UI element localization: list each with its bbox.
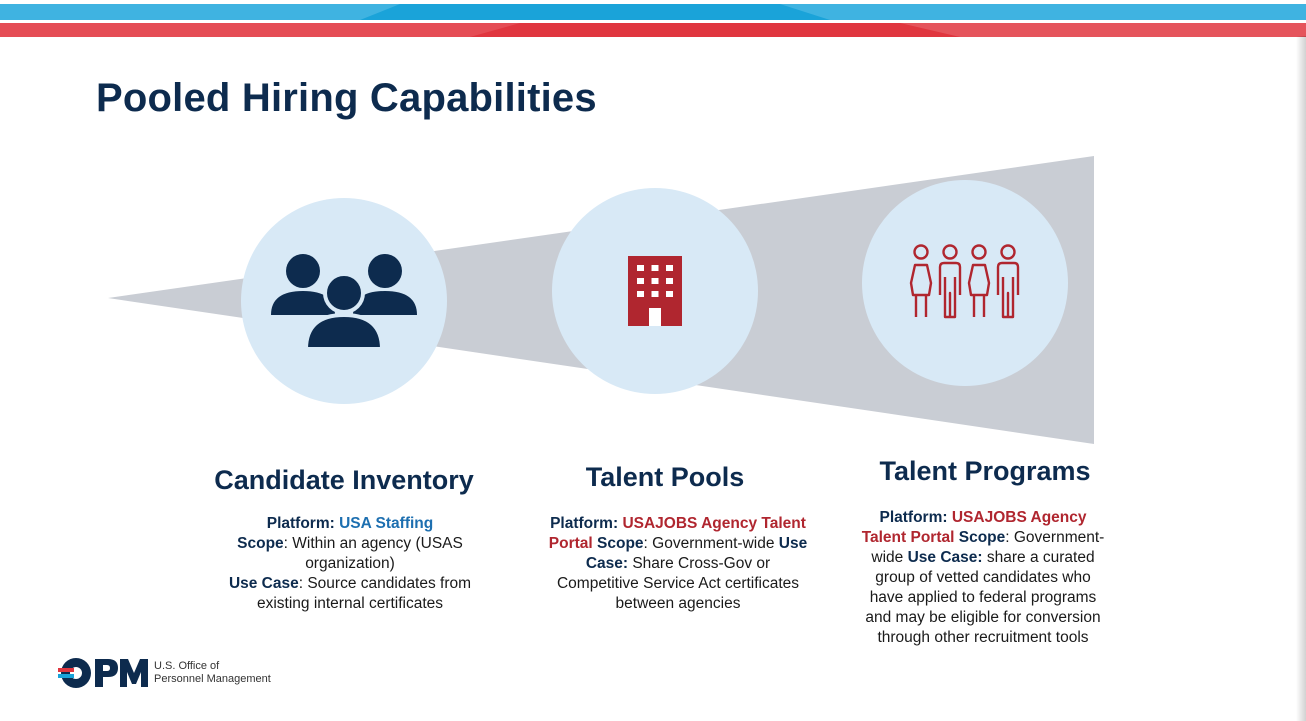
people-outline-icon	[909, 244, 1020, 319]
candidate-inventory-circle	[241, 198, 447, 404]
scope-text: : Government-wide	[871, 529, 1105, 566]
use-case-text: : Source candidates from existing intern…	[256, 575, 472, 612]
use-case-text: Share Cross-Gov or Competitive Service A…	[556, 555, 800, 612]
platform-label: Platform:	[879, 509, 948, 526]
slide-title: Pooled Hiring Capabilities	[96, 76, 597, 120]
candidate-inventory-title: Candidate Inventory	[214, 465, 474, 495]
use-case-label: Use Case	[228, 575, 299, 592]
talent-programs-title: Talent Programs	[879, 456, 1091, 486]
candidate-inventory-description: Platform: USA Staffing Scope: Within an …	[220, 514, 480, 614]
office-building-icon	[628, 256, 682, 326]
talent-programs-circle	[862, 180, 1068, 386]
top-banner	[0, 0, 1306, 40]
opm-logo-text: U.S. Office of Personnel Management	[154, 660, 271, 686]
talent-pools-circle	[552, 188, 758, 394]
scope-label: Scope	[958, 529, 1006, 546]
logo-line-1: U.S. Office of	[154, 660, 220, 672]
platform-value: USAJOBS Agency Talent Portal	[548, 515, 806, 552]
talent-pools-title: Talent Pools	[585, 462, 745, 492]
talent-pools-description: Platform: USAJOBS Agency Talent Portal S…	[548, 514, 808, 614]
scope-label: Scope	[237, 535, 284, 552]
platform-value: USA Staffing	[339, 515, 434, 532]
platform-value: USAJOBS Agency Talent Portal	[861, 509, 1087, 546]
logo-line-2: Personnel Management	[154, 673, 271, 685]
platform-label: Platform:	[550, 515, 619, 532]
opm-logo: U.S. Office of Personnel Management	[58, 655, 318, 695]
opm-logo-mark	[58, 658, 148, 688]
scope-label: Scope	[597, 535, 644, 552]
right-edge-shadow	[1296, 36, 1306, 721]
people-group-icon	[271, 254, 417, 351]
use-case-text: share a curated group of vetted candidat…	[865, 549, 1101, 646]
use-case-label: Use Case:	[585, 535, 808, 572]
scope-text: : Within an agency (USAS organization)	[283, 535, 463, 572]
use-case-label: Use Case:	[907, 549, 983, 566]
talent-programs-description: Platform: USAJOBS Agency Talent Portal S…	[858, 508, 1108, 648]
platform-label: Platform:	[266, 515, 335, 532]
scope-text: : Government-wide	[643, 535, 775, 552]
